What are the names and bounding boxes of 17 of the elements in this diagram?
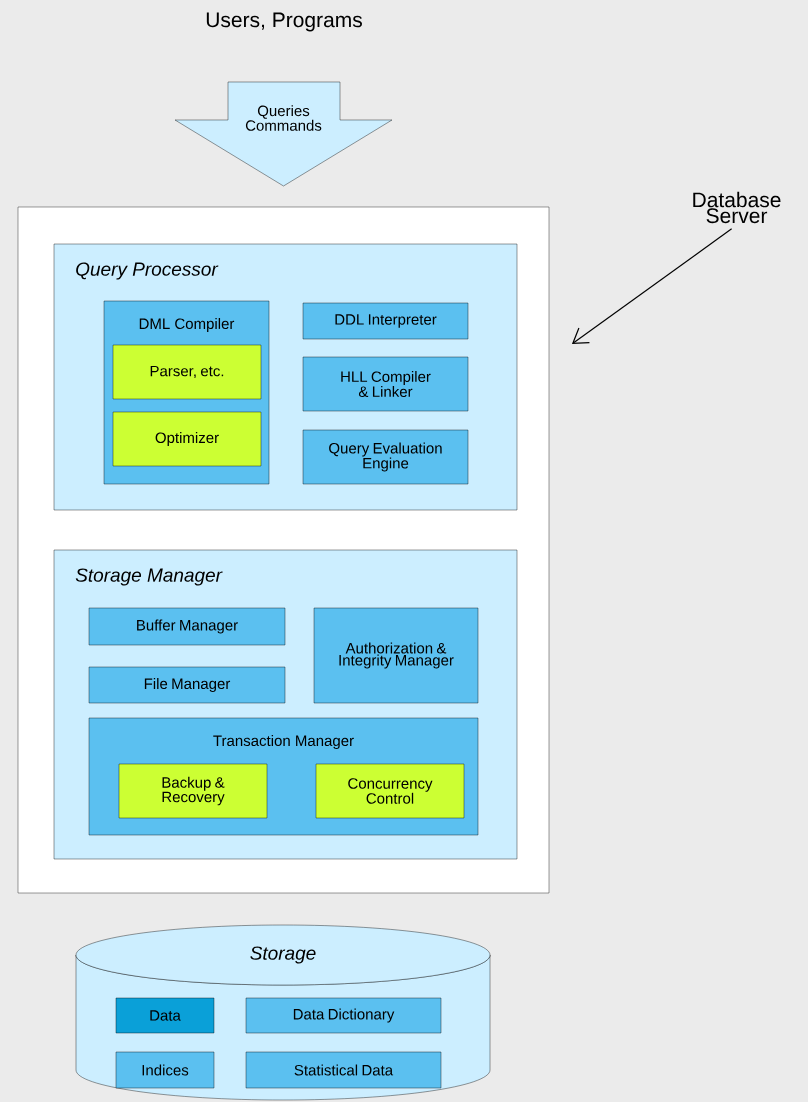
component-box: Authorization & Integrity Manager bbox=[313, 607, 479, 704]
component-box: HLL Compiler & Linker bbox=[302, 356, 469, 412]
component-box: Parser, etc. bbox=[112, 344, 262, 400]
data-box: Indices bbox=[115, 1051, 215, 1089]
server-label: Database Server bbox=[693, 191, 781, 224]
component-box: Buffer Manager bbox=[88, 607, 286, 646]
heading-label: Users, Programs bbox=[206, 12, 362, 32]
component-box: Optimizer bbox=[112, 411, 262, 467]
component-box: DDL Interpreter bbox=[302, 302, 469, 340]
component-box: Backup & Recovery bbox=[118, 763, 268, 819]
data-box: Data bbox=[115, 997, 215, 1034]
data-box: Data Dictionary bbox=[245, 997, 442, 1034]
component-box: File Manager bbox=[88, 666, 286, 704]
data-box: Statistical Data bbox=[245, 1051, 442, 1089]
component-box: Concurrency Control bbox=[315, 763, 465, 819]
leader-arrow bbox=[571, 228, 733, 345]
component-box: Query Evaluation Engine bbox=[302, 429, 469, 485]
